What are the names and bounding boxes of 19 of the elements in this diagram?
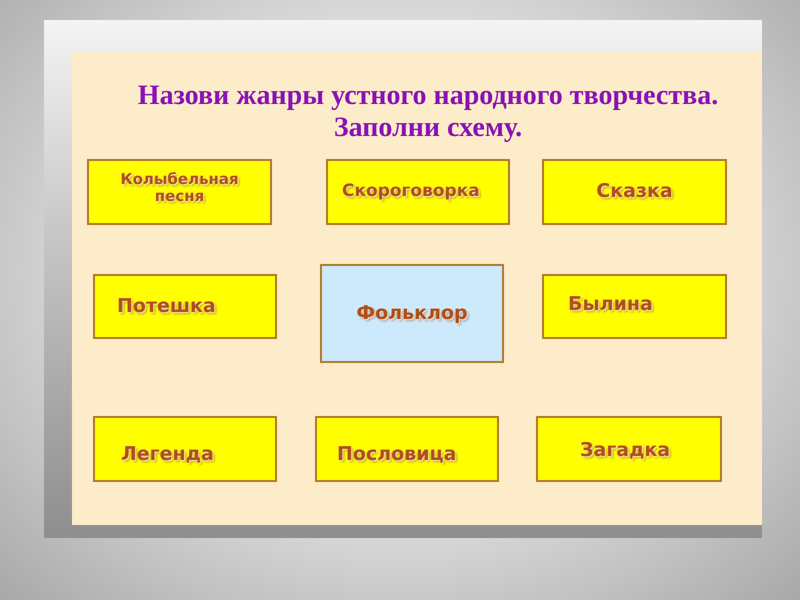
genre-box bbox=[87, 159, 272, 225]
genre-label: Сказка bbox=[596, 181, 673, 203]
genre-box bbox=[93, 274, 277, 339]
genre-box bbox=[326, 159, 510, 225]
genre-box bbox=[536, 416, 722, 482]
genre-box bbox=[315, 416, 499, 482]
center-box bbox=[320, 264, 504, 363]
genre-label: Скороговорка bbox=[342, 182, 480, 202]
genre-label: Пословица bbox=[337, 444, 456, 466]
genre-label: Легенда bbox=[121, 444, 214, 466]
center-label: Фольклор bbox=[356, 302, 468, 324]
genre-label: Потешка bbox=[117, 296, 216, 318]
genre-label: Загадка bbox=[580, 440, 670, 462]
genre-label: Былина bbox=[568, 294, 653, 316]
genre-box bbox=[93, 416, 277, 482]
genre-label: Колыбельная песня bbox=[119, 170, 240, 206]
genre-box bbox=[542, 159, 727, 225]
genre-box bbox=[542, 274, 727, 339]
title: Назови жанры устного народного творчества. Заполни схему. bbox=[136, 80, 720, 144]
